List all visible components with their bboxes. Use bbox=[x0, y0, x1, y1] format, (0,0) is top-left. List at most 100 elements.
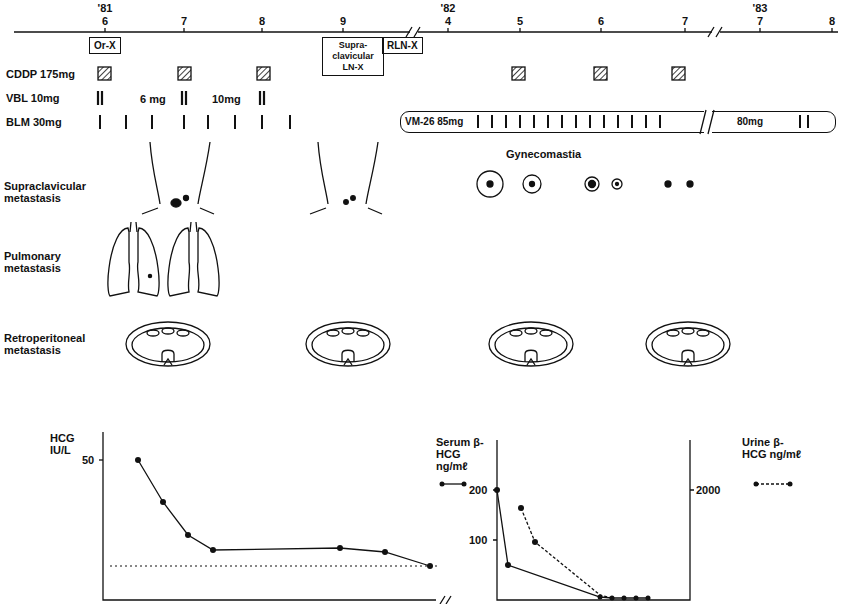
cddp-doses-part bbox=[98, 67, 111, 80]
hcg-chart-part-part bbox=[337, 545, 343, 551]
month-label: 5 bbox=[517, 15, 523, 27]
abdomen-cross-section bbox=[126, 322, 730, 366]
beta-hcg-chart-part-part bbox=[610, 596, 615, 601]
beta-hcg-chart-part bbox=[521, 508, 612, 598]
box-text: Or-X bbox=[94, 40, 116, 51]
timeline-axis-part bbox=[406, 27, 420, 37]
neck-drawing-part bbox=[150, 142, 160, 204]
beta-hcg-chart-part bbox=[754, 482, 759, 487]
neck-drawing-part bbox=[351, 196, 356, 201]
vm26-doses-part bbox=[800, 115, 808, 128]
row-label: Supraclavicular metastasis bbox=[4, 180, 100, 204]
beta-hcg-chart-part bbox=[462, 482, 467, 487]
drug-label: BLM 30mg bbox=[6, 116, 62, 128]
neck-drawing bbox=[142, 142, 382, 214]
drug-label: VBL 10mg bbox=[6, 92, 60, 104]
axis-tick: 200 bbox=[469, 484, 487, 496]
axis-title: Serum β-HCG ng/mℓ bbox=[436, 436, 488, 472]
cddp-doses bbox=[98, 67, 685, 80]
beta-hcg-chart-part bbox=[493, 490, 694, 540]
timeline-axis-part bbox=[105, 28, 832, 32]
hcg-chart-part-part bbox=[427, 563, 433, 569]
row-label: Pulmonary metastasis bbox=[4, 250, 100, 274]
year-label: '82 bbox=[441, 2, 456, 14]
neck-drawing-part bbox=[366, 142, 378, 204]
lung-drawing-part bbox=[148, 274, 151, 277]
neck-drawing-part bbox=[318, 142, 328, 204]
axis-tick: 100 bbox=[469, 534, 487, 546]
axis-tick: 50 bbox=[82, 454, 94, 466]
month-label: 6 bbox=[598, 15, 604, 27]
neck-drawing-part bbox=[310, 208, 382, 214]
gynecomastia-symbols-part bbox=[585, 177, 599, 191]
surgery-box: Supra- clavicular LN-X bbox=[322, 37, 384, 76]
month-label: 6 bbox=[102, 15, 108, 27]
row-label: Retroperitoneal metastasis bbox=[4, 332, 114, 356]
beta-hcg-chart-part bbox=[788, 482, 793, 487]
timeline-axis bbox=[14, 26, 838, 38]
lung-drawing bbox=[108, 222, 219, 296]
beta-hcg-chart-part-part bbox=[494, 487, 500, 493]
surgery-box: Or-X bbox=[89, 37, 121, 54]
hcg-chart-part-part bbox=[185, 532, 191, 538]
cddp-doses-part bbox=[178, 67, 191, 80]
beta-hcg-chart bbox=[440, 440, 793, 601]
hcg-chart-part bbox=[138, 460, 430, 566]
hcg-chart-part-part bbox=[382, 549, 388, 555]
month-label: 7 bbox=[682, 15, 688, 27]
blm-doses-part bbox=[100, 115, 290, 129]
surgery-box: RLN-X bbox=[382, 37, 423, 54]
lung-drawing-part bbox=[108, 222, 159, 296]
cddp-doses-part bbox=[672, 67, 685, 80]
year-label: '83 bbox=[753, 2, 768, 14]
month-label: 7 bbox=[757, 15, 763, 27]
beta-hcg-chart-part-part bbox=[646, 596, 651, 601]
hcg-chart-part bbox=[110, 566, 440, 567]
month-label: 8 bbox=[259, 15, 265, 27]
neck-drawing-part bbox=[171, 199, 181, 207]
beta-hcg-chart-part bbox=[497, 440, 690, 600]
gynecomastia-symbols-part bbox=[616, 183, 619, 186]
gynecomastia-symbols-part bbox=[530, 182, 535, 187]
cddp-doses-part bbox=[594, 67, 607, 80]
year-label: '81 bbox=[98, 2, 113, 14]
lung-drawing-part bbox=[168, 222, 219, 296]
gynecomastia-symbols-part bbox=[665, 181, 671, 187]
vm26-doses-part bbox=[478, 115, 660, 128]
beta-hcg-chart-part bbox=[494, 487, 651, 601]
vbl-doses-part bbox=[98, 91, 264, 105]
beta-hcg-chart-part-part bbox=[598, 595, 603, 600]
abdomen-cross-section-part bbox=[306, 322, 390, 366]
drug-course-box: VM-26 85mg80mg bbox=[400, 111, 836, 133]
gynecomastia-symbols-part bbox=[589, 181, 596, 188]
vm26-doses bbox=[478, 115, 808, 128]
hcg-chart-part-part bbox=[160, 499, 166, 505]
abdomen-cross-section-part bbox=[126, 322, 210, 366]
dose-label: 6 mg bbox=[140, 93, 166, 105]
cddp-doses-part bbox=[257, 67, 270, 80]
beta-hcg-chart-part bbox=[497, 490, 648, 598]
abdomen-cross-section-part bbox=[489, 322, 573, 366]
axis-title: Urine β-HCG ng/mℓ bbox=[742, 436, 802, 460]
box-text: 80mg bbox=[737, 116, 763, 127]
gynecomastia-symbols bbox=[477, 171, 693, 197]
beta-hcg-chart-part-part bbox=[505, 562, 511, 568]
month-label: 7 bbox=[181, 15, 187, 27]
drug-label: CDDP 175mg bbox=[6, 68, 75, 80]
abdomen-cross-section-part bbox=[646, 322, 730, 366]
axis-tick: 2000 bbox=[696, 484, 720, 496]
hcg-chart-part-part bbox=[210, 547, 216, 553]
gynecomastia-symbols-part bbox=[612, 179, 622, 189]
box-break-marks-part bbox=[704, 109, 712, 135]
cddp-doses-part bbox=[512, 67, 525, 80]
hcg-chart-part bbox=[135, 457, 433, 569]
gynecomastia-symbols-part bbox=[477, 171, 503, 197]
month-label: 8 bbox=[829, 15, 835, 27]
beta-hcg-chart-part bbox=[442, 483, 464, 484]
gynecomastia-symbols-part bbox=[687, 181, 693, 187]
beta-hcg-chart-part-part bbox=[622, 596, 627, 601]
hcg-chart bbox=[99, 432, 451, 604]
beta-hcg-chart-part-part bbox=[634, 596, 639, 601]
neck-drawing-part bbox=[142, 208, 214, 214]
